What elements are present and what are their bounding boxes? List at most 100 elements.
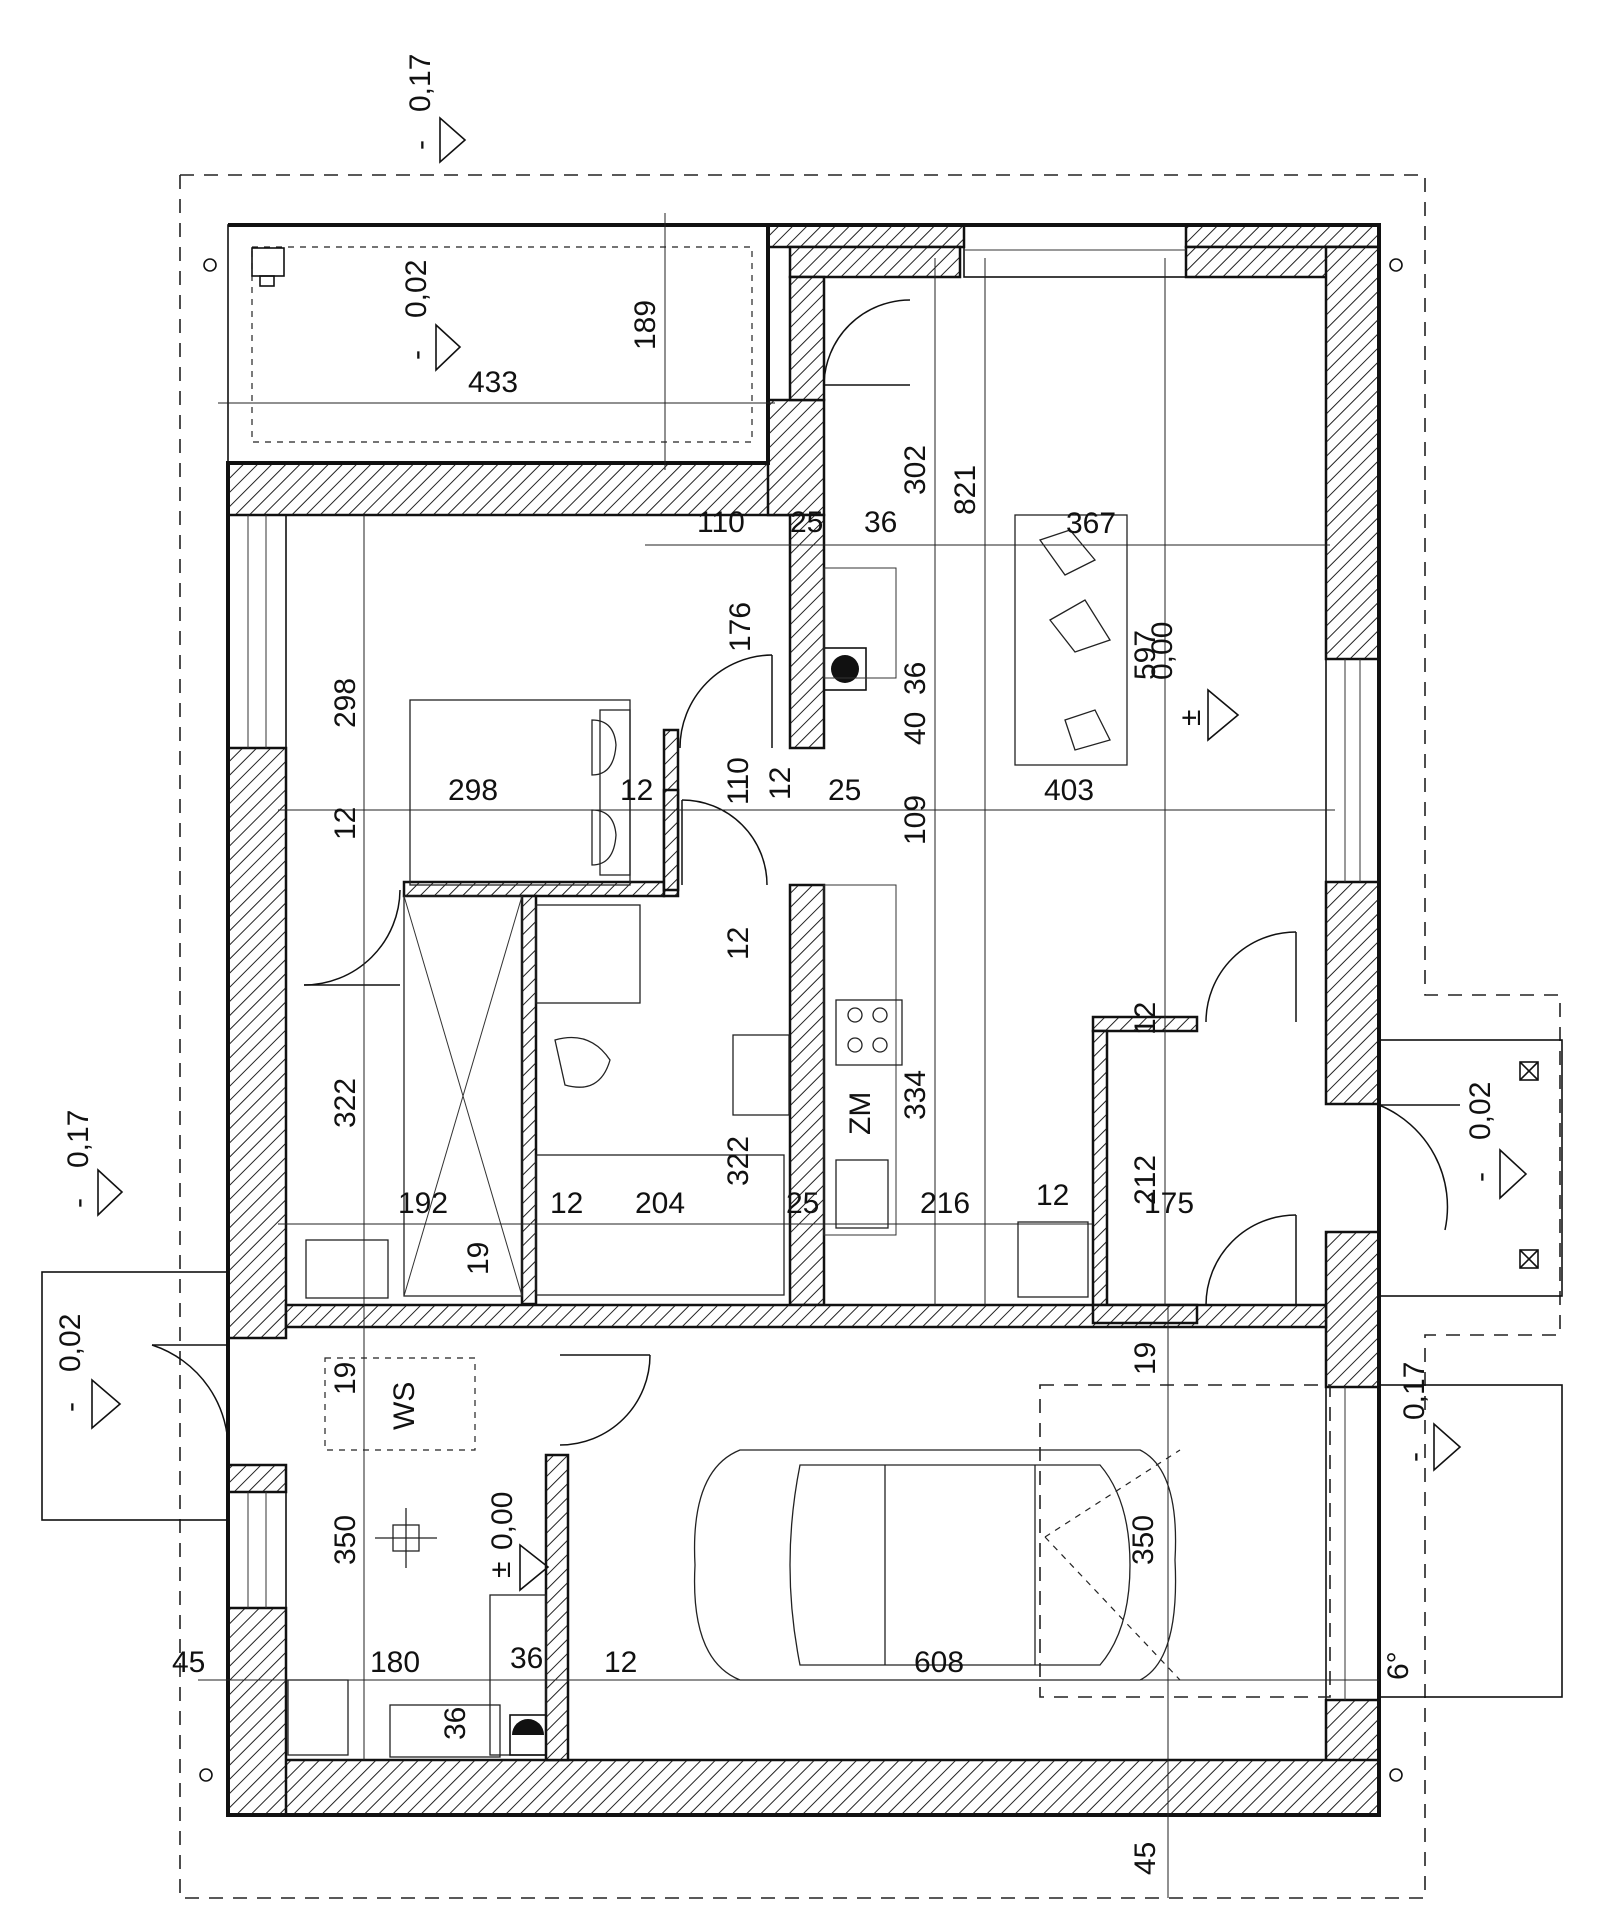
dim-row-12-b: 12 <box>1036 1179 1069 1212</box>
fridge <box>1017 1221 1089 1298</box>
slope-label: 6° <box>1382 1651 1415 1680</box>
dim-bed-12-a: 12 <box>620 774 653 807</box>
level-left-entry-sign: - <box>54 1402 87 1412</box>
dim-bottom-608: 608 <box>914 1646 964 1679</box>
level-right-garage: 0,17 - <box>1398 1362 1462 1472</box>
bed <box>409 699 631 886</box>
chimney-stove <box>823 647 867 691</box>
building-outline <box>226 223 1381 1817</box>
dim-garage-19-a: 19 <box>329 1362 362 1395</box>
dim-hall-36-mid: 36 <box>899 662 932 695</box>
ws-fixture-area <box>324 1357 476 1451</box>
fixture-zm-label: ZM <box>844 1092 877 1135</box>
dim-row-216: 216 <box>920 1187 970 1220</box>
entry-pad-left <box>41 1271 229 1521</box>
level-left-upper-sign: - <box>62 1198 95 1208</box>
level-living: 0,00 ± <box>1146 622 1240 742</box>
dim-garage-350-b: 350 <box>1127 1515 1160 1565</box>
level-left-upper: 0,17 - <box>62 1110 124 1217</box>
window-garage-right <box>1325 1386 1380 1701</box>
dim-kitchen-334: 334 <box>899 1070 932 1120</box>
lamp-base <box>259 275 275 287</box>
dim-row-19: 19 <box>462 1242 495 1275</box>
window-living-top <box>963 224 1187 278</box>
dim-terrace-depth: 189 <box>629 300 662 350</box>
level-terrace: 0,02 - <box>400 260 462 372</box>
dim-row-175: 175 <box>1144 1187 1194 1220</box>
dim-garage-19-b: 19 <box>1129 1342 1162 1375</box>
sofa <box>1014 514 1128 766</box>
dim-living-597: 597 <box>1129 630 1162 680</box>
level-left-upper-value: 0,17 <box>62 1110 95 1168</box>
floor-drain-icon <box>375 1508 437 1568</box>
column-markers <box>199 258 1403 1782</box>
level-top-sign: - <box>404 140 437 150</box>
level-left-entry: 0,02 - <box>54 1314 122 1430</box>
level-top: 0,17 - <box>404 54 467 164</box>
interior-walls <box>284 513 1328 1762</box>
level-living-sign: ± <box>1174 710 1207 726</box>
dim-hall-12-low: 12 <box>722 927 755 960</box>
dim-row-25: 25 <box>786 1187 819 1220</box>
dim-bed-298-v: 298 <box>329 678 362 728</box>
washer <box>389 1704 501 1758</box>
dim-hall-25-mid: 25 <box>828 774 861 807</box>
dim-hall-110-mid: 110 <box>722 757 755 805</box>
window-bedroom <box>227 514 287 749</box>
terrace-dashed-inner <box>251 246 753 443</box>
dim-row-192: 192 <box>398 1187 448 1220</box>
dim-bottom-180: 180 <box>370 1646 420 1679</box>
terrace-area <box>227 224 769 464</box>
sink-corridor <box>305 1239 389 1299</box>
dim-living-821: 821 <box>949 465 982 515</box>
dim-terrace-width: 433 <box>468 366 518 399</box>
dim-hall-12-mid: 12 <box>764 767 797 800</box>
level-left-entry-value: 0,02 <box>54 1314 87 1372</box>
dim-hall-176: 176 <box>724 602 757 652</box>
level-utility-value: 0,00 <box>486 1492 519 1550</box>
level-utility-sign: ± <box>484 1562 517 1578</box>
dimension-lines <box>198 213 1379 1898</box>
bathroom-fixtures <box>535 904 790 1296</box>
dim-row-12-c: 12 <box>1129 1002 1162 1035</box>
level-top-value: 0,17 <box>404 54 437 112</box>
dim-hall-40: 40 <box>899 712 932 745</box>
dim-bottom-36-a: 36 <box>510 1642 543 1675</box>
dim-hall-36-top: 36 <box>864 506 897 539</box>
kitchen-counter <box>823 567 903 1236</box>
dim-bed-12-b: 12 <box>329 807 362 840</box>
exterior-walls <box>226 223 1381 1817</box>
level-right-entry: 0,02 - <box>1464 1082 1528 1200</box>
dim-living-109: 109 <box>899 795 932 845</box>
dim-living-403: 403 <box>1044 774 1094 807</box>
window-living-right <box>1325 658 1380 883</box>
dim-bottom-12: 12 <box>604 1646 637 1679</box>
wardrobe <box>403 895 523 1297</box>
level-living-value: 0,00 <box>1146 622 1179 680</box>
dim-row-204: 204 <box>635 1187 685 1220</box>
level-right-entry-sign: - <box>1464 1172 1497 1182</box>
dim-hall-25-top: 25 <box>790 506 823 539</box>
level-right-garage-value: 0,17 <box>1398 1362 1431 1420</box>
dim-bottom-45: 45 <box>1129 1842 1162 1875</box>
dim-bottom-36-b: 36 <box>439 1707 472 1740</box>
dim-corr-322: 322 <box>329 1078 362 1128</box>
dim-hall-110-top: 110 <box>697 506 745 539</box>
garage-door-dashed <box>1039 1384 1331 1698</box>
dim-living-302: 302 <box>899 445 932 495</box>
level-utility: 0,00 ± <box>484 1492 550 1592</box>
level-terrace-sign: - <box>400 350 433 360</box>
fixture-ws-label: WS <box>388 1382 421 1430</box>
dim-bottom-45-left: 45 <box>172 1646 205 1679</box>
level-right-garage-sign: - <box>1398 1452 1431 1462</box>
entry-pad-right <box>1378 1039 1563 1297</box>
boiler <box>287 1679 349 1756</box>
dim-living-367: 367 <box>1066 507 1116 540</box>
dim-row-212: 212 <box>1129 1155 1162 1205</box>
boiler-flue <box>509 1714 547 1756</box>
level-terrace-value: 0,02 <box>400 260 433 318</box>
garage-pad-right <box>1378 1384 1563 1698</box>
roof-outline <box>179 174 1561 1899</box>
window-utility <box>227 1491 287 1609</box>
meter-boxes <box>1519 1061 1539 1269</box>
